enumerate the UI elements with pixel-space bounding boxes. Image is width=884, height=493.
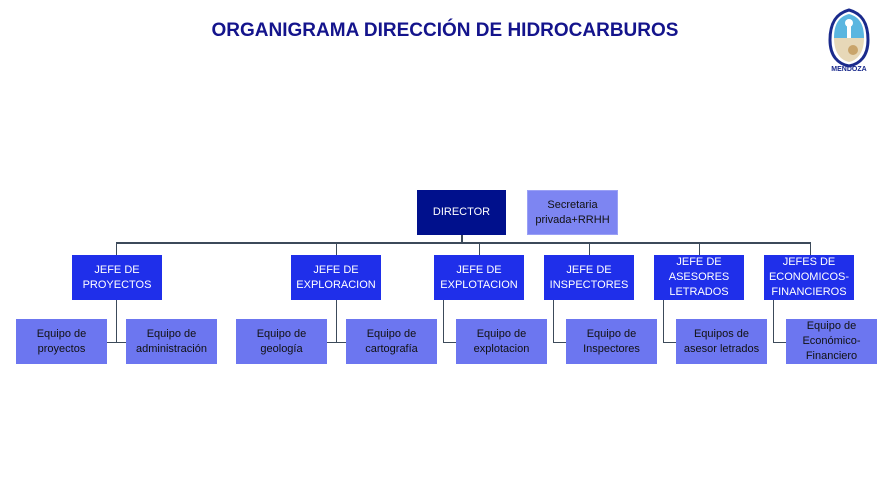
connector (479, 243, 480, 255)
connector (773, 342, 786, 343)
connector (461, 235, 463, 244)
connector (116, 300, 117, 342)
connector (589, 243, 590, 255)
connector (663, 342, 676, 343)
connector (443, 300, 444, 342)
connector (327, 342, 346, 343)
jefe-asesores-box: JEFE DE ASESORES LETRADOS (654, 255, 744, 300)
page-title: ORGANIGRAMA DIRECCIÓN DE HIDROCARBUROS (211, 20, 679, 41)
connector (663, 300, 664, 342)
equipo-inspectores-box: Equipo de Inspectores (566, 319, 657, 364)
jefe-exploracion-box: JEFE DE EXPLORACION (291, 255, 381, 300)
connector (336, 243, 337, 255)
connector (553, 300, 554, 342)
jefe-proyectos-box: JEFE DE PROYECTOS (72, 255, 162, 300)
jefe-inspectores-box: JEFE DE INSPECTORES (544, 255, 634, 300)
connector (116, 243, 117, 255)
equipo-geologia-box: Equipo de geología (236, 319, 327, 364)
equipo-asesores-box: Equipos de asesor letrados (676, 319, 767, 364)
connector (810, 243, 811, 255)
connector-bus (116, 242, 811, 244)
connector (443, 342, 456, 343)
equipo-cartografia-box: Equipo de cartografía (346, 319, 437, 364)
equipo-proyectos-box: Equipo de proyectos (16, 319, 107, 364)
director-box: DIRECTOR (417, 190, 506, 235)
equipo-economico-box: Equipo de Económico-Financiero (786, 319, 877, 364)
equipo-administracion-box: Equipo de administración (126, 319, 217, 364)
jefe-economicos-box: JEFES DE ECONOMICOS-FINANCIEROS (764, 255, 854, 300)
logo-text: MENDOZA (831, 66, 867, 73)
connector (699, 243, 700, 255)
connector (107, 342, 126, 343)
connector (553, 342, 566, 343)
connector (336, 300, 337, 342)
equipo-explotacion-box: Equipo de explotacion (456, 319, 547, 364)
jefe-explotacion-box: JEFE DE EXPLOTACION (434, 255, 524, 300)
secretaria-box: Secretaria privada+RRHH (527, 190, 618, 235)
mendoza-logo (828, 8, 870, 68)
connector (773, 300, 774, 342)
